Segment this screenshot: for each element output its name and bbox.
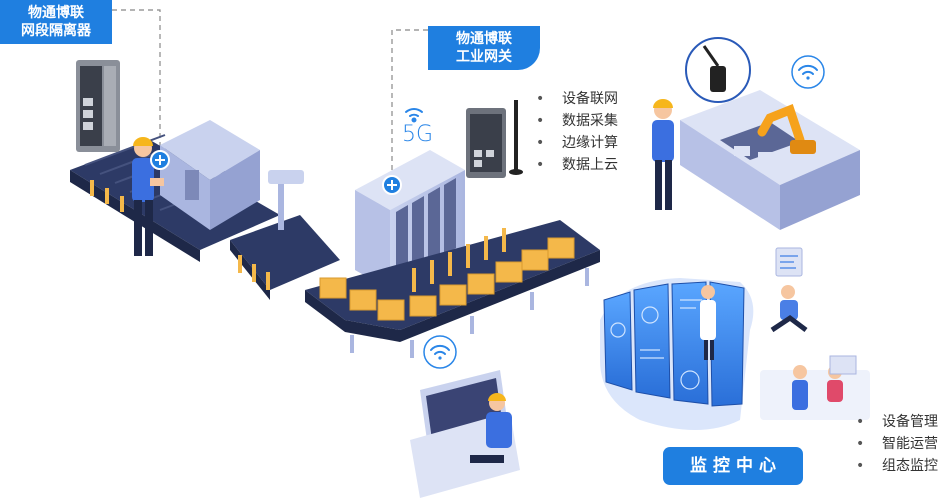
analyst-seated: [770, 247, 808, 333]
gateway-feature-list: 设备联网 数据采集 边缘计算 数据上云: [536, 88, 618, 176]
operator-console: [410, 370, 520, 498]
gateway-label-line2: 工业网关: [456, 49, 512, 65]
gateway-label: 物通博联 工业网关: [428, 26, 540, 70]
wifi-icon: [791, 55, 825, 89]
gateway-connector-line: [391, 29, 428, 180]
list-item: 数据上云: [536, 154, 618, 176]
plus-icon: [382, 175, 402, 195]
wifi-icon: [405, 108, 423, 123]
list-item: 边缘计算: [536, 132, 618, 154]
isolator-label-line2: 网段隔离器: [21, 23, 91, 39]
gateway-label-line1: 物通博联: [456, 31, 512, 47]
cargo-boxes: [319, 237, 575, 321]
plus-icon: [150, 150, 170, 170]
industrial-gateway-device: [466, 100, 523, 178]
network-isolator-device: [76, 60, 120, 152]
presenter-group: [760, 355, 870, 420]
5g-badge: 5G: [402, 122, 434, 147]
worker-standing-right: [652, 99, 674, 210]
isolator-label-line1: 物通博联: [28, 5, 84, 21]
robot-station: [680, 90, 860, 230]
monitoring-screens: [600, 278, 754, 430]
list-item: 智能运营: [856, 433, 938, 455]
isolator-connector-line: [112, 9, 161, 150]
list-item: 数据采集: [536, 110, 618, 132]
monitor-feature-list: 设备管理 智能运营 组态监控: [856, 411, 938, 477]
list-item: 组态监控: [856, 455, 938, 477]
left-conveyor: [70, 120, 340, 300]
worker-standing-left: [132, 137, 164, 256]
wifi-icon: [423, 335, 457, 369]
list-item: 设备联网: [536, 88, 618, 110]
antenna-icon: [685, 37, 751, 103]
list-item: 设备管理: [856, 411, 938, 433]
isolator-label: 物通博联 网段隔离器: [0, 0, 112, 44]
monitor-center-label: 监控中心: [663, 447, 803, 485]
main-conveyor: [305, 220, 600, 358]
